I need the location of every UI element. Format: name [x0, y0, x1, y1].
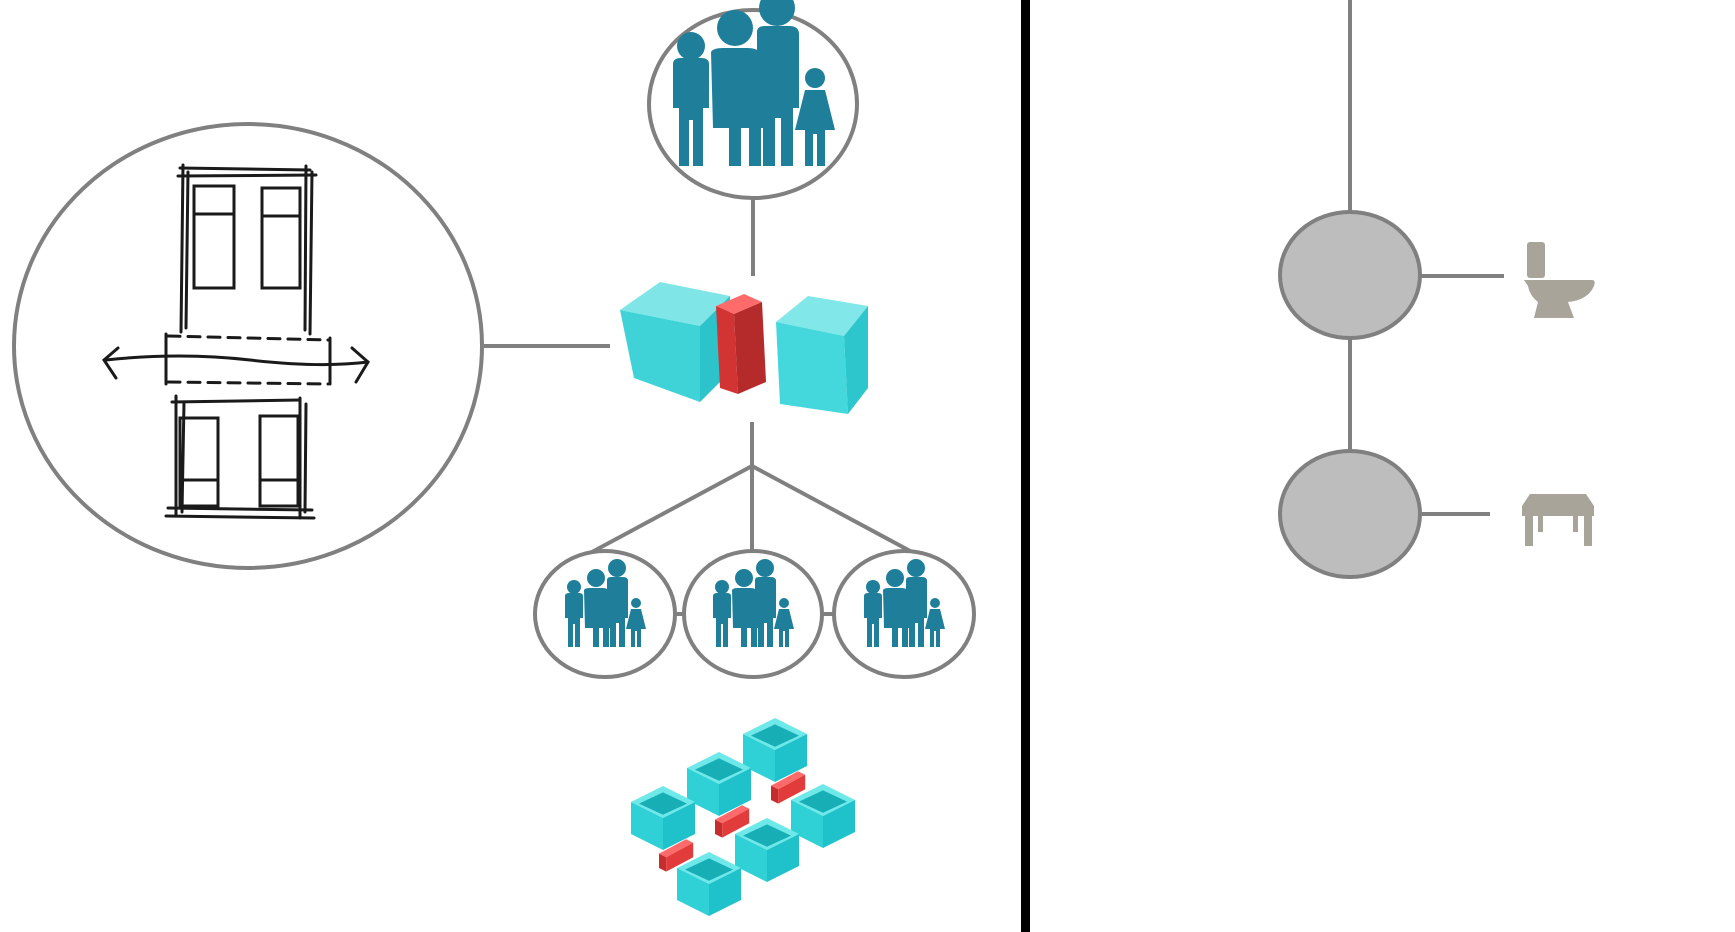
family-circle-3: [832, 549, 976, 679]
family-circle-1: [533, 549, 677, 679]
table-icon: [1522, 494, 1594, 546]
housing-module-grid-icon: [631, 718, 855, 916]
branch-right: [751, 464, 913, 554]
family-circle-2: [682, 549, 824, 679]
facility-node-2: [1278, 449, 1422, 579]
toilet-icon: [1524, 242, 1595, 318]
panel-divider: [1021, 0, 1030, 932]
branch-left: [591, 464, 753, 554]
building-section-sketch-icon: [12, 122, 484, 570]
housing-module-pair-icon: [620, 282, 868, 414]
family-circle-top: [647, 0, 859, 200]
facility-node-1: [1278, 210, 1422, 340]
